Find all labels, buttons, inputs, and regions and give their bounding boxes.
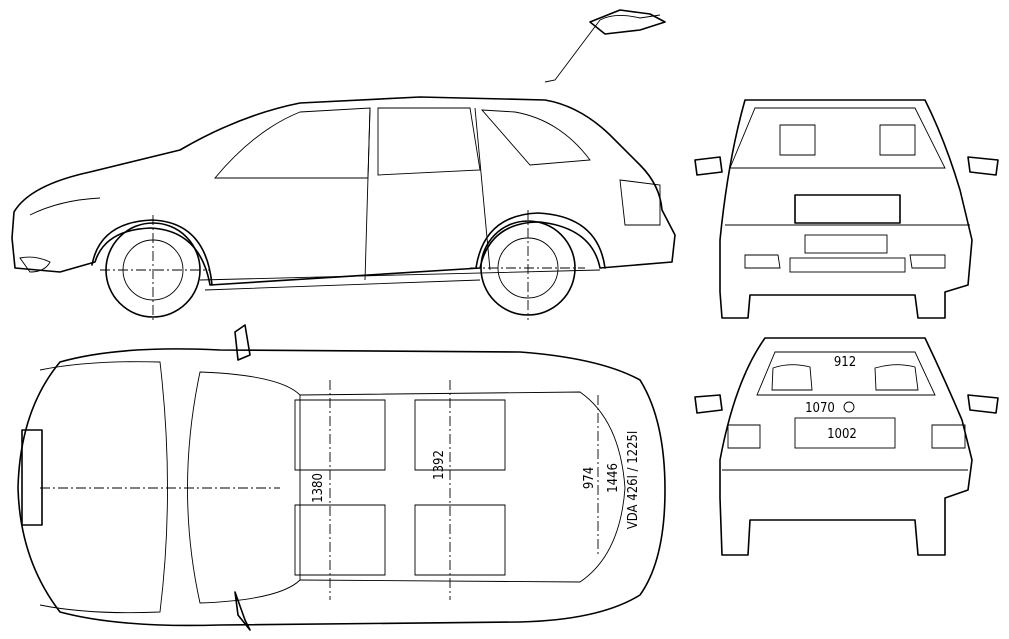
front-view bbox=[694, 99, 999, 319]
boot-outer-width-label: 1446 bbox=[606, 463, 621, 493]
top-grille bbox=[21, 429, 43, 526]
top-windshield bbox=[187, 371, 301, 604]
rear-top-width-label: 912 bbox=[834, 355, 856, 370]
cargo-item bbox=[589, 9, 666, 35]
front-mirrors bbox=[694, 156, 999, 176]
top-mirrors bbox=[234, 324, 251, 631]
rear-bottom-width-label: 1002 bbox=[827, 427, 857, 442]
side-view bbox=[11, 9, 676, 320]
rear-mid-width-label: 1070 bbox=[805, 401, 835, 416]
side-body-outline bbox=[11, 96, 676, 286]
rear-mirrors bbox=[694, 394, 999, 414]
rear-view: 912 1070 1002 bbox=[694, 337, 999, 556]
rear-window bbox=[756, 351, 936, 396]
side-wheel-arch-front bbox=[91, 219, 213, 286]
front-body-outline bbox=[719, 99, 973, 319]
top-view: 1380 1392 974 1446 VDA 426l / 1225l bbox=[17, 324, 666, 631]
volume-label: VDA 426l / 1225l bbox=[626, 431, 641, 529]
rear-plate bbox=[794, 417, 896, 449]
rear-seat-width-label: 1392 bbox=[432, 450, 447, 480]
side-wheel-arch-rear bbox=[475, 212, 606, 269]
front-seat-width-label: 1380 bbox=[311, 473, 326, 503]
front-grille bbox=[794, 194, 901, 224]
front-windshield bbox=[729, 107, 946, 169]
rear-badge bbox=[843, 401, 855, 413]
top-roof bbox=[299, 391, 626, 583]
side-windows bbox=[214, 107, 591, 179]
front-plate bbox=[804, 234, 888, 254]
rear-body-outline bbox=[719, 337, 973, 556]
boot-width-label: 974 bbox=[582, 467, 597, 489]
top-body-outline bbox=[17, 348, 666, 627]
